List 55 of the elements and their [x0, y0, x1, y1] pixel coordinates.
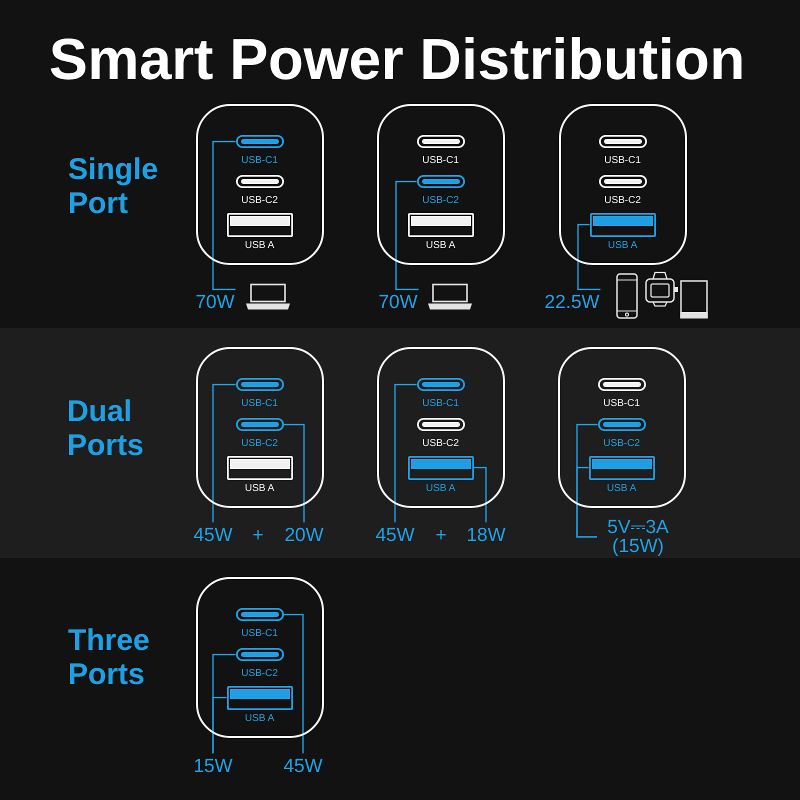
port-label: USB-C2: [241, 194, 278, 207]
power-label: 70W: [377, 289, 419, 318]
port-label: USB-C1: [604, 154, 641, 167]
connector-line: [576, 466, 597, 538]
connector-line: [212, 696, 227, 754]
charger-outline: [559, 104, 687, 265]
connector-line: [212, 140, 236, 290]
connector-line: [284, 614, 304, 754]
port-label: USB-C1: [241, 628, 278, 640]
port-label: USB-C2: [604, 194, 641, 207]
row-heading: Single Port: [68, 152, 160, 221]
connector-line: [474, 466, 487, 522]
port-label: USB A: [244, 240, 274, 252]
port-label: USB-C1: [603, 398, 640, 410]
charger-outline: [196, 347, 324, 508]
port-label: USB-C1: [241, 154, 278, 167]
port-label: USB-C2: [603, 438, 640, 450]
connector-line: [212, 384, 236, 522]
charger-outline: [377, 347, 505, 508]
power-label: 22.5W: [544, 289, 600, 318]
title: Smart Power Distribution: [48, 28, 746, 92]
port-label: USB-C1: [422, 398, 459, 410]
row-heading: Dual Ports: [67, 394, 145, 463]
port-label: USB-C2: [241, 668, 278, 680]
port-label: USB-C2: [422, 194, 459, 207]
charger-outline: [196, 104, 324, 265]
port-label: USB A: [426, 482, 456, 495]
port-label: USB A: [606, 482, 636, 495]
port-label: USB A: [244, 712, 274, 725]
power-label: 5V⎓3A (15W): [597, 514, 679, 560]
power-label: 45W: [374, 522, 416, 550]
connector-line: [577, 224, 600, 290]
power-label: 18W: [465, 522, 507, 550]
connector-line: [284, 424, 305, 522]
connector-line: [394, 384, 417, 522]
plus-sign: +: [435, 526, 447, 546]
power-label: 45W: [192, 522, 234, 550]
port-label: USB A: [608, 240, 638, 252]
port-label: USB-C1: [241, 398, 278, 410]
port-label: USB A: [244, 482, 274, 495]
row-band: [0, 328, 800, 558]
charger-outline: [377, 104, 505, 265]
port-label: USB-C2: [422, 438, 459, 450]
charger-outline: [558, 347, 686, 508]
connector-line: [395, 180, 419, 290]
power-label: 15W: [192, 753, 234, 782]
power-label: 20W: [283, 522, 325, 550]
port-label: USB A: [426, 240, 456, 252]
row-heading: Three Ports: [68, 624, 151, 692]
port-label: USB-C1: [422, 154, 459, 167]
plus-sign: +: [252, 526, 264, 546]
power-label: 45W: [282, 753, 324, 782]
port-label: USB-C2: [241, 438, 278, 450]
charger-outline: [196, 577, 324, 738]
power-label: 70W: [194, 289, 236, 318]
